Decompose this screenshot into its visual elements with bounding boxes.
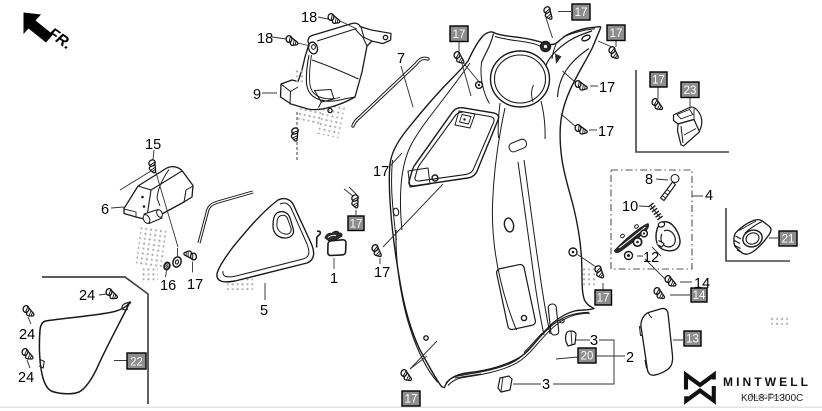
svg-text:17: 17 [652, 75, 665, 87]
svg-text:24: 24 [19, 327, 35, 343]
svg-text:16: 16 [160, 278, 176, 294]
svg-text:3: 3 [590, 333, 598, 349]
svg-text:13: 13 [686, 334, 699, 346]
svg-text:20: 20 [581, 351, 594, 363]
svg-text:3: 3 [542, 377, 550, 393]
svg-text:23: 23 [684, 85, 697, 97]
svg-text:17: 17 [598, 124, 614, 140]
svg-text:18: 18 [257, 31, 273, 47]
svg-text:4: 4 [705, 188, 713, 204]
svg-text:14: 14 [693, 290, 706, 302]
svg-text:10: 10 [622, 199, 638, 215]
svg-text:17: 17 [599, 80, 615, 96]
svg-text:17: 17 [597, 293, 610, 305]
svg-text:24: 24 [79, 288, 95, 304]
svg-text:17: 17 [575, 7, 588, 19]
svg-text:17: 17 [453, 29, 466, 41]
svg-text:8: 8 [645, 172, 653, 188]
svg-text:15: 15 [145, 137, 161, 153]
svg-text:1: 1 [330, 271, 338, 287]
svg-text:24: 24 [18, 370, 34, 386]
svg-text:9: 9 [253, 87, 261, 103]
svg-text:MINTWELL: MINTWELL [723, 375, 811, 389]
svg-text:21: 21 [782, 234, 795, 246]
svg-text:17: 17 [374, 265, 390, 281]
svg-text:6: 6 [101, 202, 109, 218]
svg-text:AutoTech: AutoTech [749, 391, 788, 401]
svg-text:12: 12 [643, 250, 659, 266]
svg-text:22: 22 [130, 356, 143, 368]
svg-text:17: 17 [187, 277, 203, 293]
svg-text:14: 14 [694, 276, 710, 292]
svg-text:K0L8-F1300C: K0L8-F1300C [741, 393, 803, 404]
svg-text:7: 7 [397, 51, 405, 67]
svg-text:17: 17 [405, 394, 418, 406]
svg-text:5: 5 [260, 303, 268, 319]
svg-text:18: 18 [301, 10, 317, 26]
svg-text:17: 17 [610, 28, 623, 40]
svg-text:17: 17 [373, 164, 389, 180]
svg-text:2: 2 [626, 350, 634, 366]
svg-text:17: 17 [350, 218, 363, 230]
